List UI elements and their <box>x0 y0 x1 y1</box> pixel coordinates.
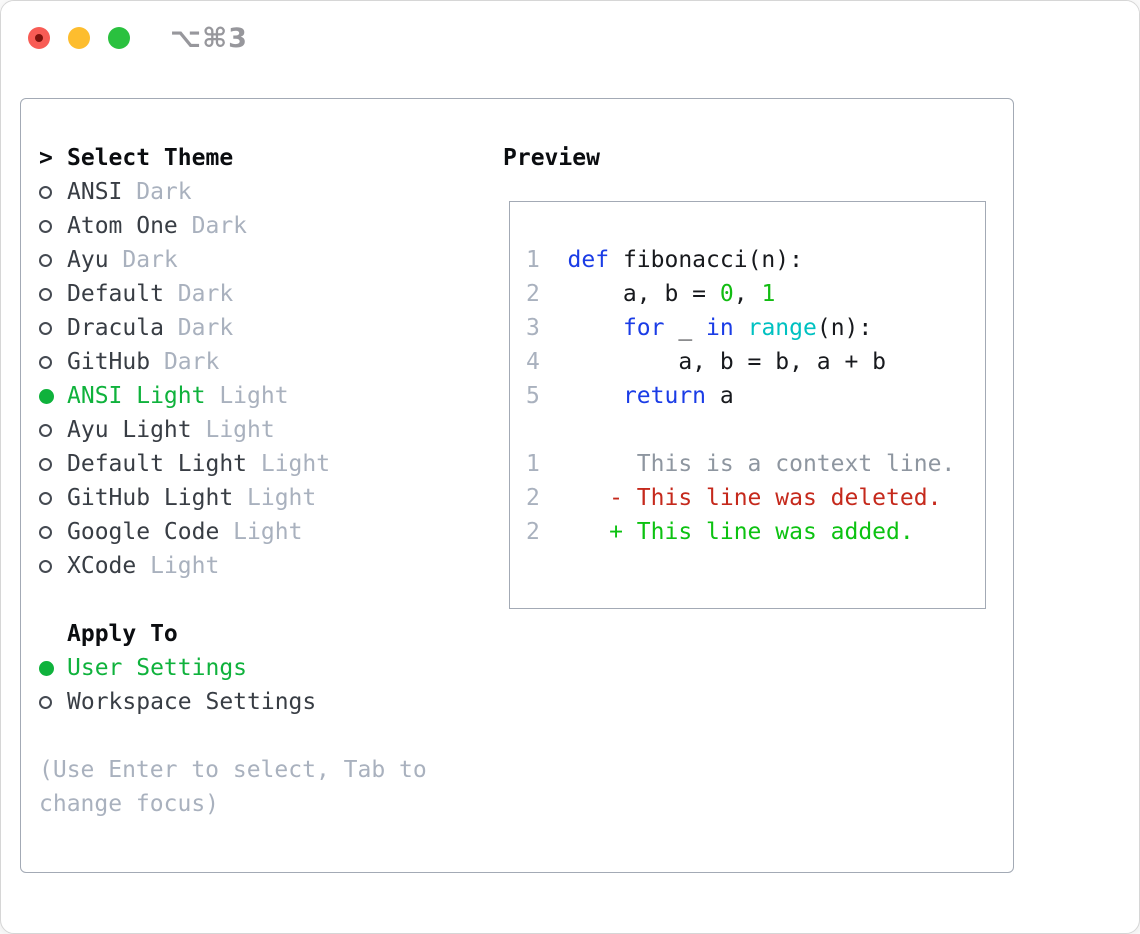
list-item-tag: Dark <box>122 179 192 205</box>
preview-line: 1 This is a context line. <box>526 451 956 477</box>
radio-icon <box>39 423 67 437</box>
minimize-button[interactable] <box>68 27 90 49</box>
theme-option-default-light[interactable]: Default Light Light <box>39 447 330 481</box>
preview-line: 5 return a <box>526 383 734 409</box>
window-title: ⌥⌘3 <box>170 22 248 54</box>
list-item-tag: Dark <box>108 247 178 273</box>
titlebar: ⌥⌘3 <box>1 1 1139 75</box>
radio-icon <box>39 287 67 301</box>
preview-line: 2 + This line was added. <box>526 519 914 545</box>
list-item-tag: Light <box>233 485 317 511</box>
theme-list: > Select Theme ANSI Dark Atom One Dark A… <box>39 141 330 583</box>
line-number: 1 <box>526 451 568 477</box>
list-item-label: Ayu Light <box>67 417 192 443</box>
theme-option-dracula[interactable]: Dracula Dark <box>39 311 330 345</box>
list-item-label: GitHub <box>67 349 151 375</box>
theme-option-github-light[interactable]: GitHub Light Light <box>39 481 330 515</box>
radio-icon <box>39 525 67 539</box>
list-item-tag: Dark <box>150 349 220 375</box>
list-item-label: User Settings <box>67 655 248 681</box>
theme-list-title: Select Theme <box>67 145 234 171</box>
apply-option-workspace-settings[interactable]: Workspace Settings <box>39 685 316 719</box>
unsaved-changes-dot-icon <box>35 34 43 42</box>
list-item-label: Workspace Settings <box>67 689 317 715</box>
apply-to-section: Apply To User Settings Workspace Setting… <box>39 617 316 719</box>
list-item-tag: Dark <box>163 315 234 341</box>
radio-icon <box>39 559 67 573</box>
radio-icon <box>39 219 67 233</box>
line-number: 3 <box>526 315 568 341</box>
radio-icon <box>39 457 67 471</box>
list-item-tag: Light <box>191 417 275 443</box>
list-item-tag: Dark <box>163 281 234 307</box>
apply-to-title: Apply To <box>67 621 178 647</box>
theme-list-header: > Select Theme <box>39 141 330 175</box>
line-number: 1 <box>526 247 568 273</box>
list-item-tag: Dark <box>177 213 248 239</box>
close-button[interactable] <box>28 27 50 49</box>
list-item-tag: Light <box>219 519 303 545</box>
preview-line: 3 for _ in range(n): <box>526 315 873 341</box>
theme-option-ayu[interactable]: Ayu Dark <box>39 243 330 277</box>
theme-option-ayu-light[interactable]: Ayu Light Light <box>39 413 330 447</box>
list-item-tag: Light <box>247 451 331 477</box>
help-line: (Use Enter to select, Tab to <box>39 757 427 783</box>
apply-to-header-row: Apply To <box>39 617 316 651</box>
list-item-label: ANSI <box>67 179 123 205</box>
radio-icon <box>39 185 67 199</box>
list-item-label: ANSI Light <box>67 383 206 409</box>
list-item-label: Dracula <box>67 315 164 341</box>
line-number: 2 <box>526 485 568 511</box>
preview-line: 2 - This line was deleted. <box>526 485 942 511</box>
theme-option-atom-one[interactable]: Atom One Dark <box>39 209 330 243</box>
list-item-label: Default Light <box>67 451 248 477</box>
radio-icon <box>39 253 67 267</box>
radio-icon <box>39 388 67 404</box>
preview-pane <box>509 201 986 609</box>
help-line: change focus) <box>39 791 220 817</box>
line-number <box>526 417 568 443</box>
list-item-label: XCode <box>67 553 137 579</box>
radio-icon <box>39 695 67 709</box>
theme-option-ansi[interactable]: ANSI Dark <box>39 175 330 209</box>
list-item-tag: Light <box>205 383 289 409</box>
list-item-tag: Light <box>136 553 220 579</box>
line-number: 2 <box>526 519 568 545</box>
list-item-label: GitHub Light <box>67 485 234 511</box>
list-item-label: Ayu <box>67 247 109 273</box>
list-item-label: Atom One <box>67 213 178 239</box>
list-item-label: Default <box>67 281 164 307</box>
radio-icon <box>39 355 67 369</box>
line-number: 4 <box>526 349 568 375</box>
help-text: (Use Enter to select, Tab to change focus… <box>39 753 427 821</box>
theme-option-xcode[interactable]: XCode Light <box>39 549 330 583</box>
preview-line: 2 a, b = 0, 1 <box>526 281 776 307</box>
theme-option-default[interactable]: Default Dark <box>39 277 330 311</box>
zoom-button[interactable] <box>108 27 130 49</box>
preview-line <box>526 413 568 447</box>
apply-option-user-settings[interactable]: User Settings <box>39 651 316 685</box>
cursor-prompt-icon: > <box>39 145 53 171</box>
radio-icon <box>39 660 67 676</box>
line-number: 5 <box>526 383 568 409</box>
list-item-label: Google Code <box>67 519 220 545</box>
theme-option-github[interactable]: GitHub Dark <box>39 345 330 379</box>
line-number: 2 <box>526 281 568 307</box>
theme-option-google-code[interactable]: Google Code Light <box>39 515 330 549</box>
radio-icon <box>39 491 67 505</box>
preview-line: 1 def fibonacci(n): <box>526 247 803 273</box>
preview-line: 4 a, b = b, a + b <box>526 349 887 375</box>
theme-option-ansi-light[interactable]: ANSI Light Light <box>39 379 330 413</box>
preview-title: Preview <box>503 145 600 171</box>
radio-icon <box>39 321 67 335</box>
